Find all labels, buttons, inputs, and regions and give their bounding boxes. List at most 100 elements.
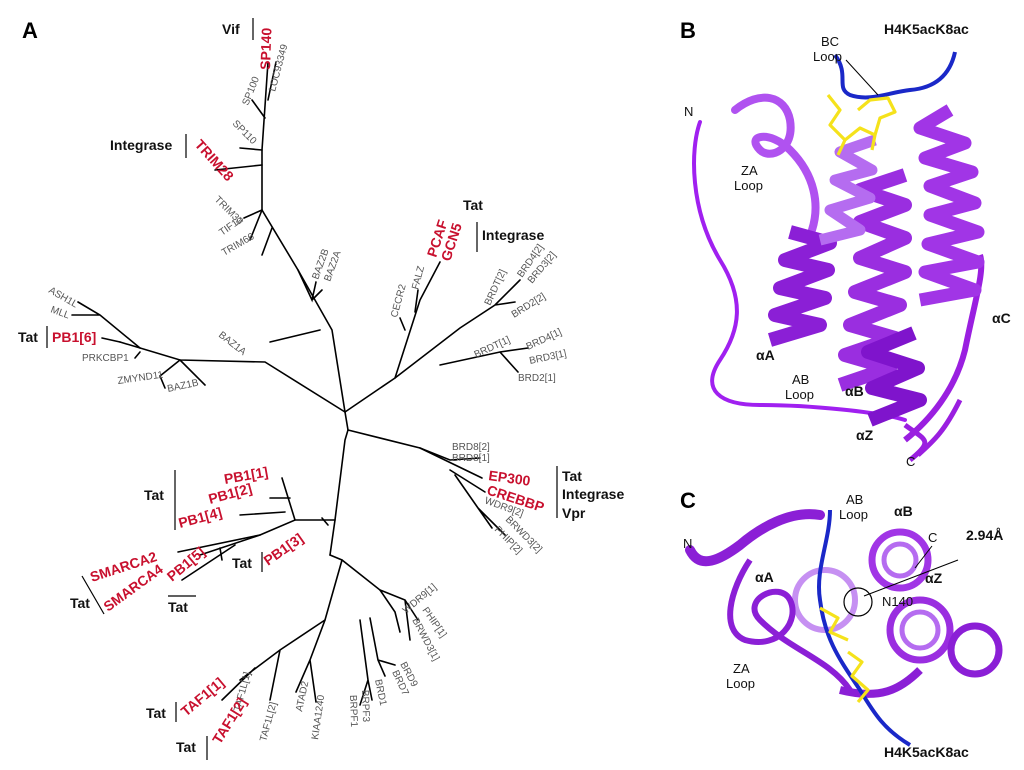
viral-annotations: Vif Integrase Tat Integrase Tat Tat Inte…: [18, 18, 624, 760]
peptide-h4-b: [833, 51, 957, 100]
label-alpha-a-c: αA: [755, 569, 774, 585]
helix-alpha-b-b: [837, 168, 912, 392]
viral-label-tat-ep300: Tat: [562, 468, 582, 484]
branch-wdr9-1: [379, 589, 419, 641]
viral-label-tat-taf1-1: Tat: [146, 705, 166, 721]
gene-label-zmynd11: ZMYND11: [117, 370, 164, 387]
gene-label-sp110: SP110: [230, 118, 259, 147]
branch-ep300-crebbp: [419, 447, 486, 493]
gene-label-brd3-1: BRD3[1]: [528, 348, 567, 367]
gene-label-brpf3: BRPF3: [359, 690, 371, 723]
branch-pb1-1-2-4: [239, 477, 296, 521]
viral-label-vif: Vif: [222, 21, 240, 37]
branch-ash1l-mll: [71, 301, 141, 349]
bc-loop-pointer: [845, 59, 879, 96]
branch-sp110: [239, 147, 263, 151]
highlight-label-pb1-1: PB1[1]: [223, 463, 269, 486]
branch-baz2: [297, 269, 323, 303]
viral-label-tat-smarca4: Tat: [168, 599, 188, 615]
branch-pb1-6: [101, 337, 121, 343]
helix-alpha-z-b: [861, 326, 927, 427]
viral-label-tat-smarca: Tat: [70, 595, 90, 611]
viral-label-integrase-trim28: Integrase: [110, 137, 172, 153]
helix-alpha-c-b: [913, 104, 985, 307]
label-h4k5ack8ac-b: H4K5acK8ac: [884, 21, 969, 37]
branch-left-spine: [119, 341, 346, 413]
label-bc-loop-line1: BC: [821, 34, 839, 49]
label-n-term-c: N: [683, 536, 692, 551]
branch-root: [329, 411, 349, 556]
branch-baz1a: [269, 329, 321, 343]
panel-a: A: [18, 18, 624, 760]
branch-wdr9-2: [454, 474, 506, 536]
c-term-pointer-c: [914, 545, 933, 569]
gene-label-cecr2: CECR2: [389, 283, 409, 319]
peptide-h4-c: [817, 509, 912, 747]
gene-label-brdt-2: BRDT[2]: [483, 268, 509, 308]
loop-za-b: [731, 93, 820, 234]
branch-loc93349: [267, 61, 277, 101]
highlight-label-trim28: TRIM28: [192, 136, 237, 184]
branch-pb1-3: [321, 517, 329, 526]
branch-smarca: [177, 534, 261, 581]
branch-pb1-5: [219, 547, 223, 561]
label-c-term-b: C: [906, 454, 915, 469]
loop-n-term-c: [685, 509, 825, 567]
branch-brd1-brpf: [359, 619, 373, 706]
highlight-label-pb1-4: PB1[4]: [177, 504, 224, 531]
branch-lower-right-spine: [347, 429, 481, 461]
tree-branches: [71, 61, 529, 706]
label-alpha-z-c: αZ: [925, 570, 943, 586]
viral-label-tat-pcaf: Tat: [463, 197, 483, 213]
label-za-loop-line1-b: ZA: [741, 163, 758, 178]
label-h4k5ack8ac-c: H4K5acK8ac: [884, 744, 969, 760]
viral-label-tat-pb1-group: Tat: [144, 487, 164, 503]
gene-label-taf1l-2: TAF1L[2]: [258, 701, 279, 743]
gene-label-sp100: SP100: [241, 75, 263, 107]
gene-label-mll: MLL: [49, 304, 71, 321]
branch-sp100: [251, 99, 266, 119]
label-za-loop-line2-b: Loop: [734, 178, 763, 193]
ligand-sticks-c: [819, 606, 870, 704]
branch-brd9-brd7: [369, 617, 396, 677]
viral-label-tat-pb1-3: Tat: [232, 555, 252, 571]
structure-b-labels: H4K5acK8ac BC Loop N ZA Loop αC αA AB Lo…: [684, 21, 1011, 469]
branch-trim28: [214, 164, 263, 171]
label-alpha-c-b: αC: [992, 310, 1011, 326]
highlight-label-taf1-1: TAF1[1]: [178, 674, 227, 719]
label-n-term-b: N: [684, 104, 693, 119]
gene-label-baz1b: BAZ1B: [166, 378, 200, 395]
label-ab-loop-line2-b: Loop: [785, 387, 814, 402]
branch-taf1: [221, 619, 326, 701]
branch-cecr2-falz: [399, 289, 419, 331]
gene-label-brdt-1: BRDT[1]: [473, 334, 513, 360]
branch-right-spine: [344, 261, 441, 413]
ligand-sticks-b: [826, 94, 897, 156]
branch-trim66: [261, 227, 273, 256]
gene-label-baz1a: BAZ1A: [216, 330, 248, 358]
highlight-label-pb1-6: PB1[6]: [52, 329, 96, 345]
helix-coil-alpha-z-c: [886, 596, 954, 664]
gene-label-prkcbp1: PRKCBP1: [82, 353, 129, 364]
highlight-label-taf1-2: TAF1[2]: [209, 695, 250, 747]
label-c-term-c: C: [928, 530, 937, 545]
ribbon-structure-b: [692, 51, 985, 462]
label-alpha-a-b: αA: [756, 347, 775, 363]
gene-label-brd8-1: BRD8[1]: [452, 453, 490, 464]
branch-tif1a: [249, 209, 263, 241]
gene-label-falz: FALZ: [410, 265, 427, 291]
h-bond-circle: [843, 587, 873, 617]
branch-atad2-kiaa1240: [295, 559, 343, 703]
viral-label-vpr-ep300: Vpr: [562, 505, 586, 521]
branch-prkcbp1: [134, 351, 141, 359]
panel-b: B H4K5acK8ac BC Loop N ZA: [680, 18, 1011, 469]
panel-a-letter: A: [22, 18, 38, 43]
gene-label-brd4-1: BRD4[1]: [525, 327, 564, 353]
loop-c-tail-b: [903, 422, 928, 462]
viral-bar-tat-smarca: [81, 575, 105, 615]
label-alpha-b-b: αB: [845, 383, 864, 399]
loop-za-c: [727, 558, 853, 692]
helix-coil-alpha-b-c: [868, 528, 932, 592]
highlight-label-sp140: SP140: [257, 27, 274, 70]
